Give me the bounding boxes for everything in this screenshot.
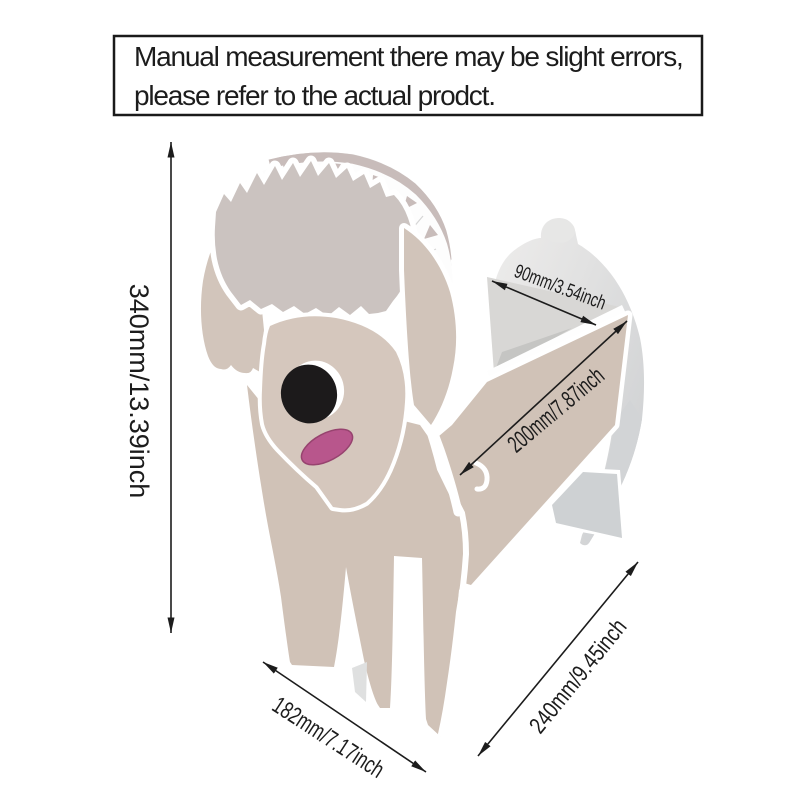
svg-text:please refer to the actual pro: please refer to the actual prodct. — [134, 80, 495, 111]
svg-text:240mm/9.45inch: 240mm/9.45inch — [524, 614, 632, 739]
svg-text:Manual measurement there may b: Manual measurement there may be slight e… — [134, 41, 683, 72]
svg-text:340mm/13.39inch: 340mm/13.39inch — [124, 284, 154, 499]
